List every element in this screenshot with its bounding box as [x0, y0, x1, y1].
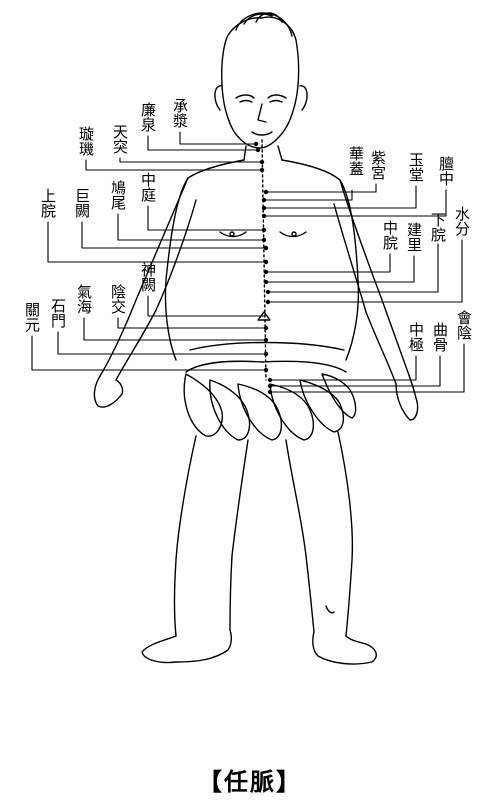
- arms: [93, 177, 419, 421]
- acupoint-markers: [253, 141, 273, 395]
- label-chengjiang: 承漿: [171, 98, 189, 128]
- label-shangwan: 上脘: [39, 188, 57, 218]
- label-zhongji: 中極: [407, 322, 425, 352]
- label-huiyin: 會陰: [455, 310, 473, 340]
- label-huagai: 華蓋: [347, 146, 365, 176]
- figure-caption: 【任脈】: [198, 767, 302, 796]
- label-zigong: 紫宮: [369, 150, 387, 180]
- label-yutang: 玉堂: [407, 152, 425, 182]
- leaf-skirt: [183, 360, 357, 441]
- label-shenque: 神闕: [139, 262, 157, 292]
- leader-lines: [31, 131, 465, 393]
- label-xuanji: 璇璣: [77, 126, 95, 156]
- label-qugu: 曲骨: [431, 322, 449, 352]
- label-juque: 巨闕: [73, 188, 91, 218]
- label-jiuwei: 鳩尾: [109, 180, 127, 210]
- label-danzhong: 膻中: [437, 156, 455, 186]
- label-qihai: 氣海: [75, 284, 93, 314]
- label-lianquan: 廉泉: [139, 102, 157, 132]
- label-zhongwan: 中脘: [381, 220, 399, 250]
- label-zhongting: 中庭: [139, 172, 157, 202]
- label-guanyuan: 關元: [23, 302, 41, 332]
- label-yinjiao: 陰交: [109, 284, 127, 314]
- head: [214, 12, 308, 149]
- label-shuifen: 水分: [453, 206, 471, 236]
- navel-marker: [257, 311, 271, 321]
- label-xiawan: 下脘: [429, 212, 447, 242]
- label-tiantu: 天突: [111, 124, 129, 154]
- label-shimen: 石門: [49, 298, 67, 328]
- legs: [141, 431, 377, 665]
- label-jianli: 建里: [405, 222, 423, 252]
